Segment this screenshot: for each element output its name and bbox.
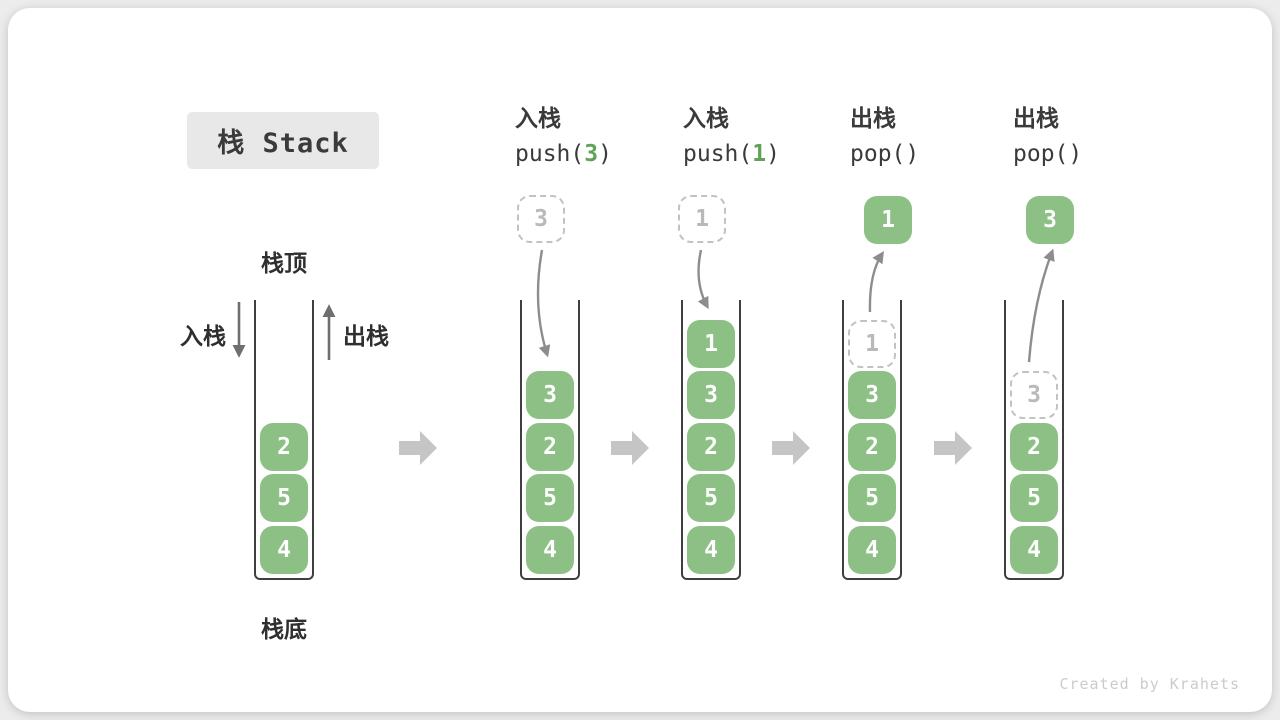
push-curve-arrow-icon: [536, 249, 551, 358]
pop-up-arrow-icon: [322, 304, 336, 360]
op-header-pop-1: 出栈 pop(): [850, 103, 1020, 169]
title-text: 栈 Stack: [217, 128, 349, 159]
stack-item: 3: [526, 371, 574, 419]
stack-bottom-label: 栈底: [261, 616, 307, 642]
op-code: pop(): [850, 141, 920, 167]
block-arrow-icon: [611, 431, 649, 465]
push-down-arrow-icon: [232, 302, 246, 358]
op-name: 入栈: [515, 105, 561, 131]
op-name: 出栈: [850, 105, 896, 131]
op-code: pop(): [1013, 141, 1083, 167]
stack-item: 2: [526, 423, 574, 471]
watermark: Created by Krahets: [1059, 675, 1240, 693]
pop-side-label: 出栈: [343, 323, 389, 349]
popped-item: 1: [864, 196, 912, 244]
stack-well-3: 1 3 2 5 4: [681, 300, 741, 580]
incoming-item: 1: [678, 195, 726, 243]
block-arrow-icon: [399, 431, 437, 465]
op-header-push-3: 入栈 push(3): [515, 103, 685, 169]
push-side-label: 入栈: [180, 323, 226, 349]
stack-item: 2: [848, 423, 896, 471]
stack-item: 2: [687, 423, 735, 471]
op-arg: 3: [584, 141, 599, 167]
stack-item: 2: [260, 423, 308, 471]
stack-top-label: 栈顶: [261, 250, 307, 276]
op-code: push(3): [515, 141, 612, 167]
op-header-push-1: 入栈 push(1): [683, 103, 853, 169]
stack-well-2: 3 2 5 4: [520, 300, 580, 580]
stack-item: 4: [1010, 526, 1058, 574]
incoming-item: 3: [517, 195, 565, 243]
op-name: 出栈: [1013, 105, 1059, 131]
push-curve-arrow-icon: [697, 249, 709, 310]
popped-item: 3: [1026, 196, 1074, 244]
stack-item: 5: [260, 474, 308, 522]
stack-item: 5: [1010, 474, 1058, 522]
title-chip: 栈 Stack: [187, 112, 379, 169]
stack-item: 4: [526, 526, 574, 574]
ghost-item: 1: [848, 320, 896, 368]
stack-item: 5: [848, 474, 896, 522]
pop-curve-arrow-icon: [1027, 248, 1055, 363]
pop-curve-arrow-icon: [868, 250, 884, 313]
stack-item: 4: [687, 526, 735, 574]
stack-item: 4: [848, 526, 896, 574]
stack-item: 3: [687, 371, 735, 419]
stack-well-1: 2 5 4: [254, 300, 314, 580]
op-name: 入栈: [683, 105, 729, 131]
stack-well-5: 3 2 5 4: [1004, 300, 1064, 580]
stack-item: 4: [260, 526, 308, 574]
op-code: push(1): [683, 141, 780, 167]
stack-item: 5: [526, 474, 574, 522]
stack-item: 2: [1010, 423, 1058, 471]
block-arrow-icon: [772, 431, 810, 465]
stack-item: 3: [848, 371, 896, 419]
stack-well-4: 1 3 2 5 4: [842, 300, 902, 580]
ghost-item: 3: [1010, 371, 1058, 419]
stack-item: 1: [687, 320, 735, 368]
stack-item: 5: [687, 474, 735, 522]
op-header-pop-2: 出栈 pop(): [1013, 103, 1183, 169]
block-arrow-icon: [934, 431, 972, 465]
op-arg: 1: [752, 141, 767, 167]
